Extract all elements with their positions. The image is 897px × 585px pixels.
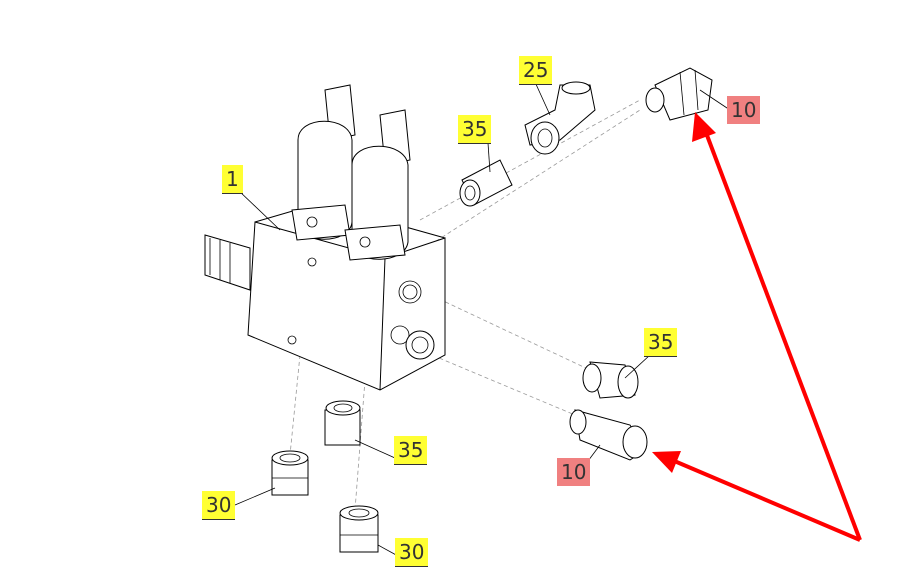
callout-30-bottom: 30 xyxy=(395,538,429,567)
valve-block xyxy=(204,202,446,391)
callout-35-top: 35 xyxy=(458,115,492,144)
leader-lines xyxy=(234,81,731,557)
fitting-35-top xyxy=(459,159,513,207)
highlight-arrows xyxy=(652,112,862,542)
callout-35-bottom: 35 xyxy=(394,436,428,465)
callout-30-left: 30 xyxy=(202,491,236,520)
callout-25: 25 xyxy=(519,56,553,85)
callout-10-top: 10 xyxy=(727,96,761,124)
callout-10-bottom: 10 xyxy=(557,458,591,486)
pressure-sensor-10-bottom xyxy=(569,409,648,461)
solenoid-left xyxy=(291,84,356,241)
fitting-30-left xyxy=(271,450,309,496)
fitting-35-bottom xyxy=(324,400,361,446)
fitting-30-bottom xyxy=(339,505,379,553)
pressure-sensor-10-top xyxy=(645,67,713,121)
elbow-fitting-25 xyxy=(524,81,596,155)
fitting-35-right xyxy=(582,361,639,399)
callout-35-right: 35 xyxy=(644,328,678,357)
solenoid-right xyxy=(344,109,411,261)
callout-1: 1 xyxy=(222,165,243,194)
